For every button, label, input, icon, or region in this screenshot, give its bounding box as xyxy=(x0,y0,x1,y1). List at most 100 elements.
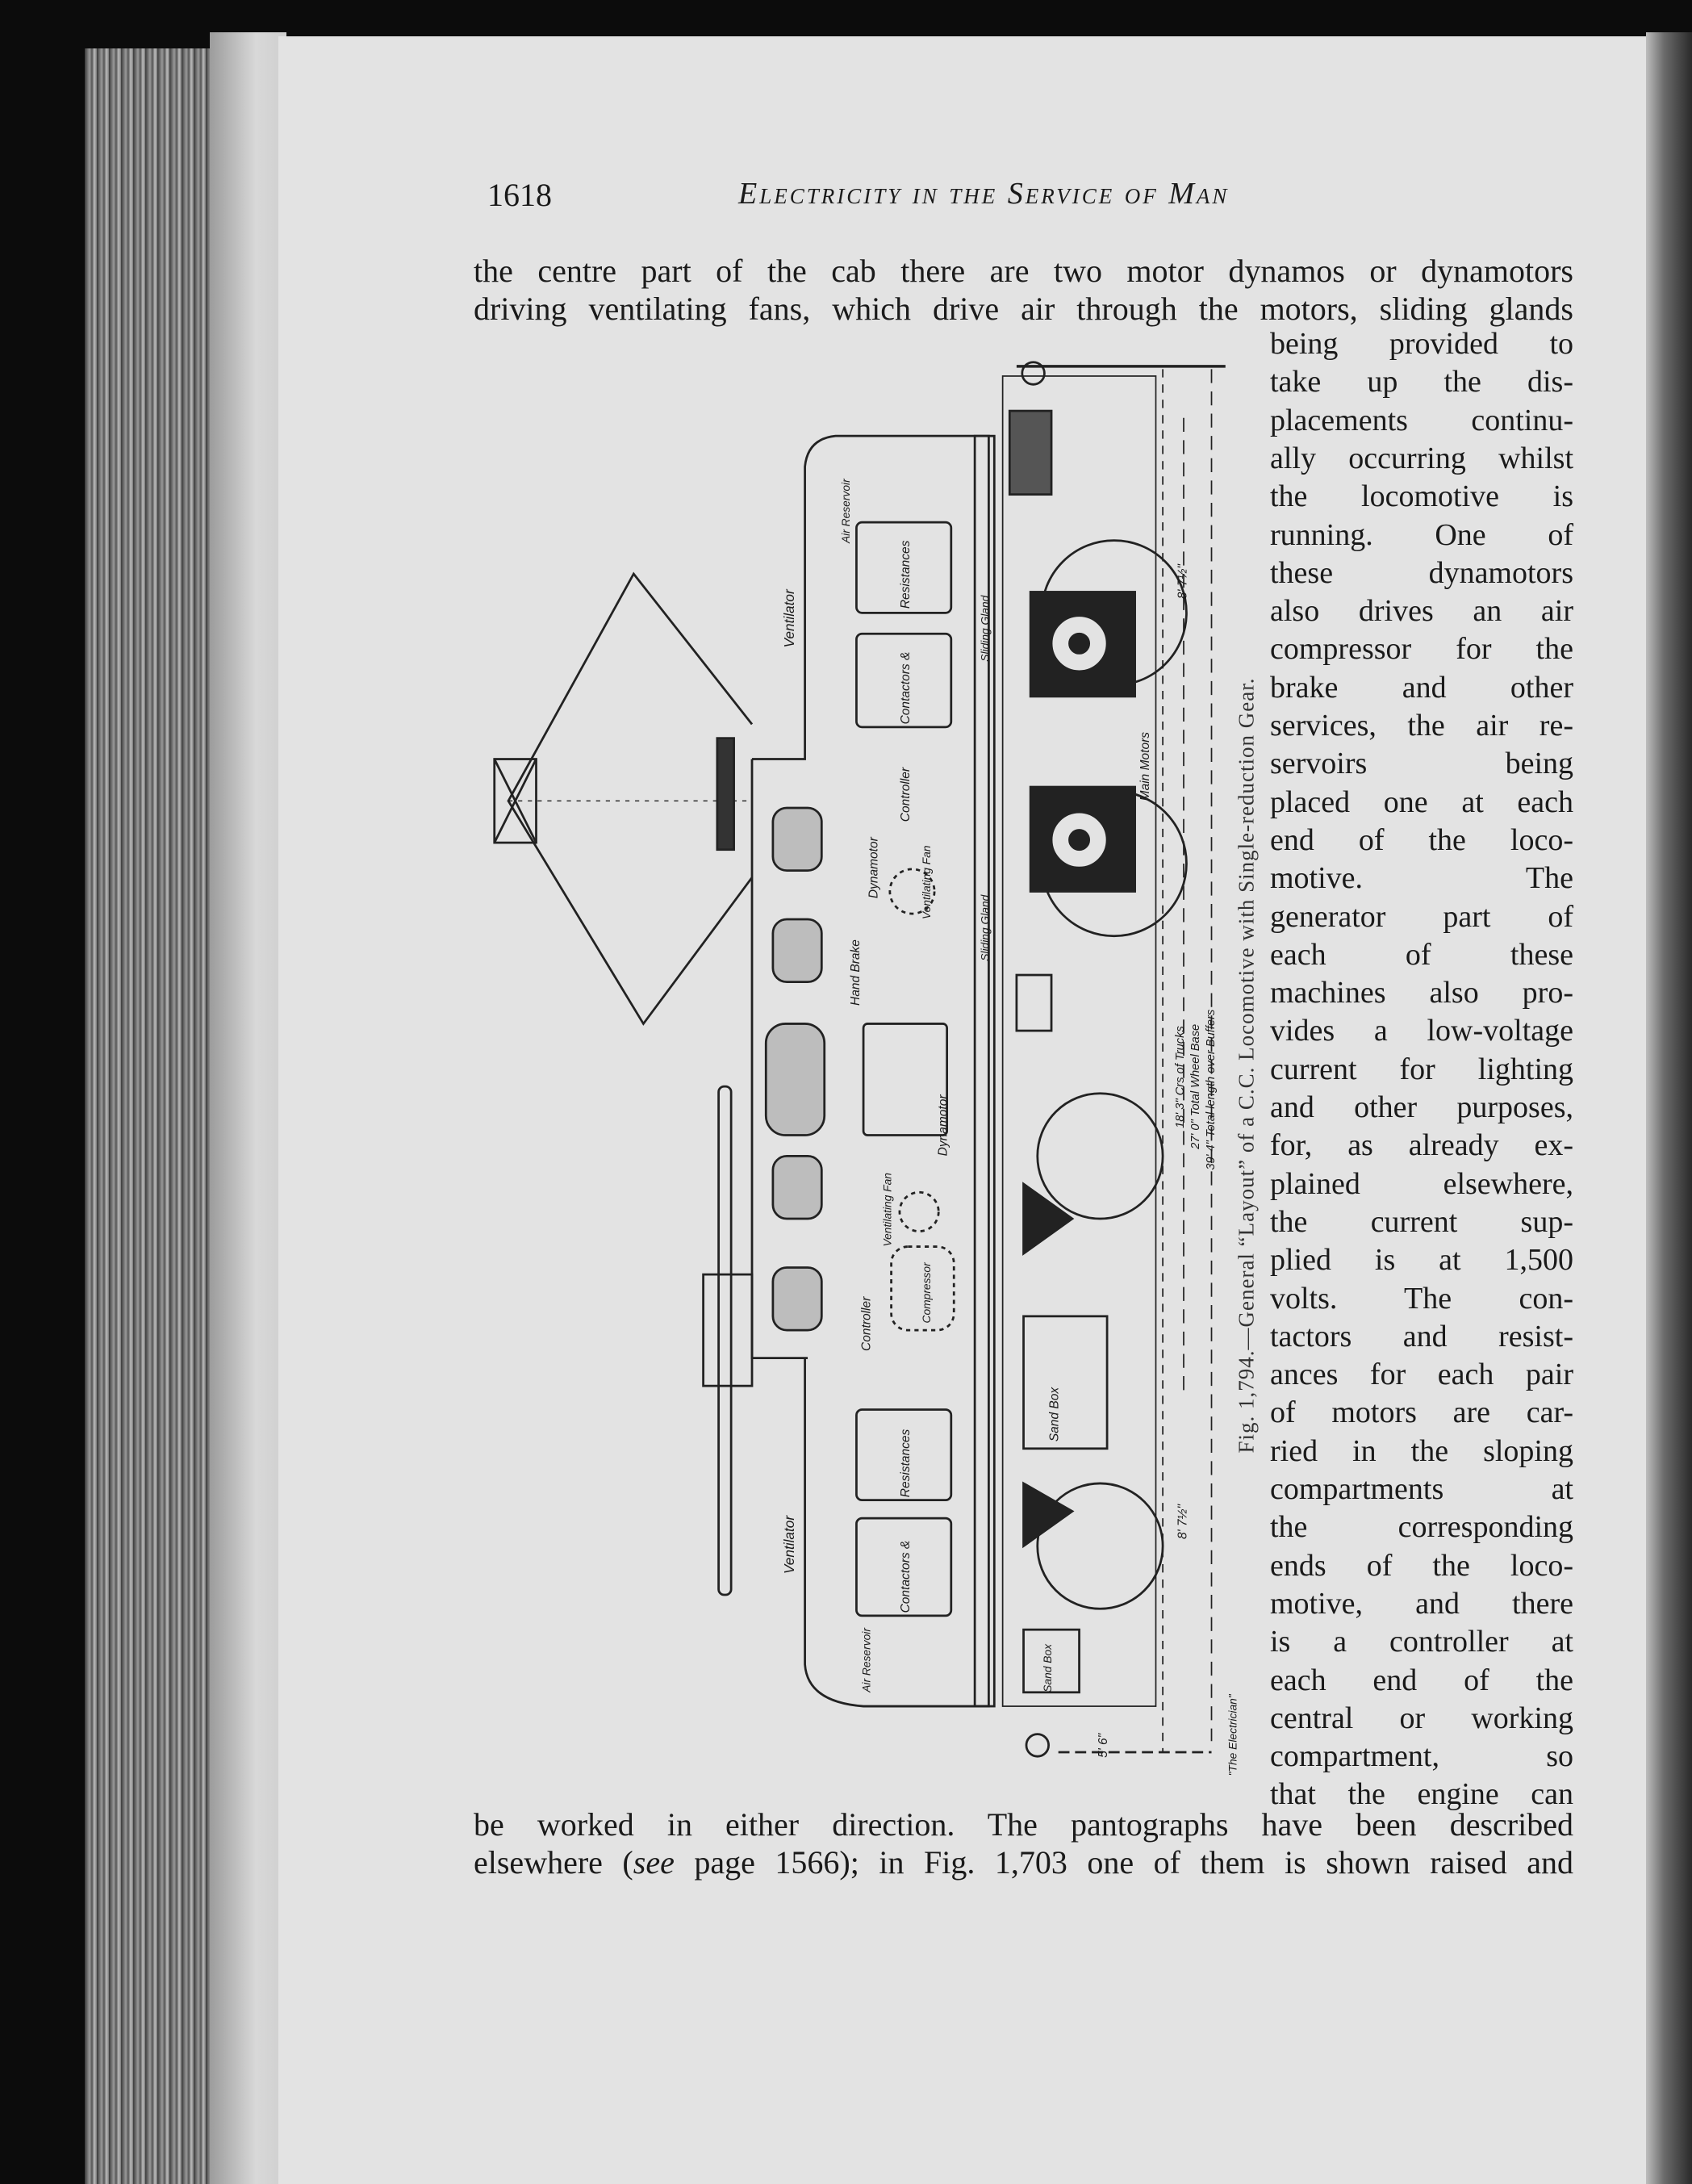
cab-window xyxy=(771,806,823,872)
dimension-label: 8' 7½" xyxy=(1176,1503,1189,1538)
sand-box xyxy=(1022,1315,1109,1450)
dimension-label: 8' 7½" xyxy=(1176,563,1189,599)
column-line: being provided to xyxy=(1270,327,1573,361)
locker xyxy=(855,521,953,614)
pantograph-folded xyxy=(717,1085,733,1596)
column-line: that the engine can xyxy=(1270,1777,1573,1812)
book-gutter-shadow xyxy=(1646,32,1692,2184)
pantograph-raised xyxy=(507,571,754,1026)
column-line: placements continu- xyxy=(1270,403,1573,437)
body-line: the centre part of the cab there are two… xyxy=(474,253,1573,289)
body-line: elsewhere (see page 1566); in Fig. 1,703… xyxy=(474,1847,1573,1879)
body-text: elsewhere ( xyxy=(474,1844,633,1881)
column-line: each of these xyxy=(1270,937,1573,972)
column-line: current for lighting xyxy=(1270,1052,1573,1086)
pantograph-base xyxy=(716,737,735,851)
locker xyxy=(855,1408,953,1502)
column-line: compartments at xyxy=(1270,1472,1573,1506)
column-line: central or working xyxy=(1270,1701,1573,1735)
wheel xyxy=(1036,1482,1164,1610)
locker xyxy=(862,1023,948,1136)
column-line: ried in the sloping xyxy=(1270,1433,1573,1468)
pantograph-collector xyxy=(493,758,537,844)
column-line: the current sup- xyxy=(1270,1204,1573,1239)
label-dynamotor: Dynamotor xyxy=(937,1094,950,1157)
buffer xyxy=(1025,1733,1050,1758)
book-page-edges-inner xyxy=(210,32,286,2184)
column-line: servoirs being xyxy=(1270,747,1573,781)
label-ventilating-fan: Ventilating Fan xyxy=(921,845,933,919)
label-contactors: Contactors & xyxy=(899,1541,913,1613)
label-ventilating-fan: Ventilating Fan xyxy=(882,1173,894,1247)
dimension-label: 18' 3" Crs of Trucks xyxy=(1174,1026,1187,1128)
label-sand-box: Sand Box xyxy=(1042,1643,1054,1692)
dimension-label: 27' 0" Total Wheel Base xyxy=(1189,1024,1202,1150)
column-line: ances for each pair xyxy=(1270,1358,1573,1392)
column-line: also drives an air xyxy=(1270,594,1573,629)
column-line: motive, and there xyxy=(1270,1586,1573,1621)
column-line: brake and other xyxy=(1270,670,1573,705)
column-line: these dynamotors xyxy=(1270,555,1573,590)
cab-window xyxy=(771,1266,823,1332)
column-line: end of the loco- xyxy=(1270,822,1573,857)
column-line: services, the air re- xyxy=(1270,709,1573,743)
sliding-gland-frame xyxy=(973,434,996,1708)
column-line: plied is at 1,500 xyxy=(1270,1243,1573,1278)
body-text: page 1566); in Fig. 1,703 one of them is… xyxy=(674,1844,1573,1881)
column-line: for, as already ex- xyxy=(1270,1128,1573,1163)
running-title: Electricity in the Service of Man xyxy=(738,177,1230,211)
body-line: be worked in either direction. The panto… xyxy=(474,1806,1573,1843)
label-resistances: Resistances xyxy=(899,540,913,609)
label-compressor: Compressor xyxy=(921,1261,933,1324)
column-line: each end of the xyxy=(1270,1663,1573,1697)
column-line: machines also pro- xyxy=(1270,976,1573,1010)
label-sliding-gland: Sliding Gland xyxy=(979,893,991,960)
label-hand-brake: Hand Brake xyxy=(849,939,863,1006)
column-line: of motors are car- xyxy=(1270,1395,1573,1430)
column-line: volts. The con- xyxy=(1270,1281,1573,1316)
wheel xyxy=(1036,1092,1164,1220)
column-line: placed one at each xyxy=(1270,784,1573,819)
column-line: running. One of xyxy=(1270,517,1573,552)
label-controller: Controller xyxy=(860,1296,874,1351)
main-motor-1 xyxy=(1029,591,1136,698)
column-line: motive. The xyxy=(1270,861,1573,896)
buffer xyxy=(1021,361,1046,386)
diagram-drawing xyxy=(493,361,1226,1758)
book-page xyxy=(278,36,1650,2184)
label-sliding-gland: Sliding Gland xyxy=(979,594,991,661)
column-line: and other purposes, xyxy=(1270,1090,1573,1124)
cab-window xyxy=(764,1023,826,1136)
column-line: compartment, so xyxy=(1270,1739,1573,1774)
pantograph-folded-base xyxy=(702,1273,754,1387)
label-ventilator: Ventilator xyxy=(781,588,797,647)
column-line: the corresponding xyxy=(1270,1510,1573,1545)
label-resistances: Resistances xyxy=(899,1429,913,1497)
column-line: generator part of xyxy=(1270,899,1573,934)
label-ventilator: Ventilator xyxy=(781,1515,797,1574)
figure-caption: Fig. 1,794.—General “Layout” of a C.C. L… xyxy=(1234,677,1259,1454)
column-line: tactors and resist- xyxy=(1270,1319,1573,1353)
label-main-motors: Main Motors xyxy=(1138,732,1152,801)
locker xyxy=(855,632,953,729)
cab-window xyxy=(771,918,823,984)
column-line: ends of the loco- xyxy=(1270,1548,1573,1583)
column-line: is a controller at xyxy=(1270,1625,1573,1659)
column-line: ally occurring whilst xyxy=(1270,441,1573,475)
column-line: the locomotive is xyxy=(1270,479,1573,514)
dimension-label: 39' 4" Total length over Buffers xyxy=(1205,1009,1218,1170)
dimension-label: 5' 6" xyxy=(1097,1732,1110,1758)
cab-window xyxy=(771,1155,823,1220)
locker xyxy=(855,1517,953,1617)
figure-credit: "The Electrician" xyxy=(1227,1693,1239,1776)
body-line: driving ventilating fans, which drive ai… xyxy=(474,291,1573,327)
column-line: compressor for the xyxy=(1270,632,1573,667)
label-controller: Controller xyxy=(899,767,913,822)
column-line: plained elsewhere, xyxy=(1270,1166,1573,1201)
label-contactors: Contactors & xyxy=(899,652,913,725)
body-text-italic: see xyxy=(633,1844,675,1881)
column-line: take up the dis- xyxy=(1270,365,1573,400)
cab-roof xyxy=(750,759,808,1360)
label-air-reservoir: Air Reservoir xyxy=(861,1627,873,1693)
